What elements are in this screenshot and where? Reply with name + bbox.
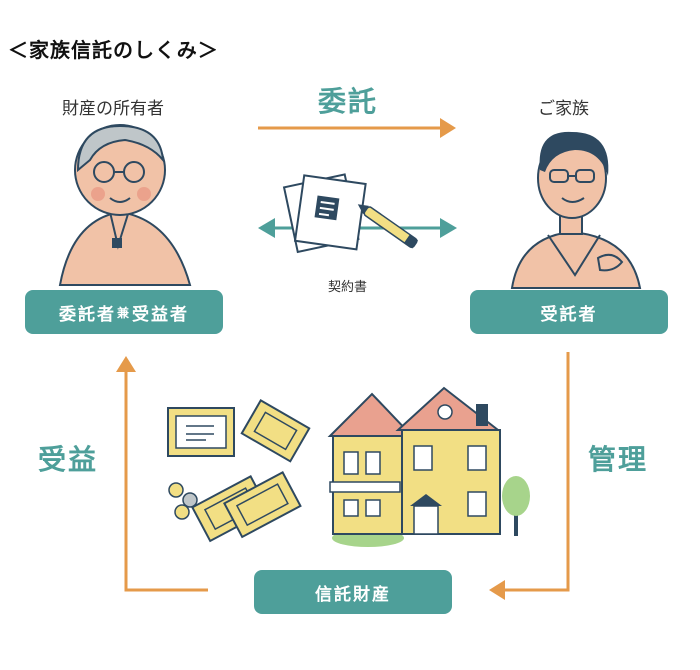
joiner-text: 兼 (116, 305, 131, 320)
page-title: ＜家族信託のしくみ＞ (8, 38, 219, 62)
owner-person-illustration (58, 124, 192, 286)
entrust-arrow (258, 118, 456, 138)
beneficiary-text: 受益者 (132, 304, 189, 325)
family-label: ご家族 (538, 99, 589, 119)
benefit-label: 受益 (38, 443, 99, 476)
owner-label: 財産の所有者 (62, 99, 164, 119)
contract-document-icon (282, 173, 419, 254)
securities-and-coins-illustration (167, 399, 311, 543)
family-person-illustration (510, 131, 642, 289)
benefit-arrow (116, 356, 208, 592)
house-illustration (327, 386, 530, 547)
settlor-text: 委託者 (58, 304, 116, 325)
trust-property-box: 信託財産 (254, 570, 452, 614)
management-label: 管理 (588, 443, 649, 476)
management-arrow (489, 352, 570, 600)
contract-label: 契約書 (328, 280, 368, 295)
trustee-box: 受託者 (470, 290, 668, 334)
settlor-beneficiary-box: 委託者 兼 受益者 (25, 290, 223, 334)
entrust-label: 委託 (318, 85, 379, 118)
